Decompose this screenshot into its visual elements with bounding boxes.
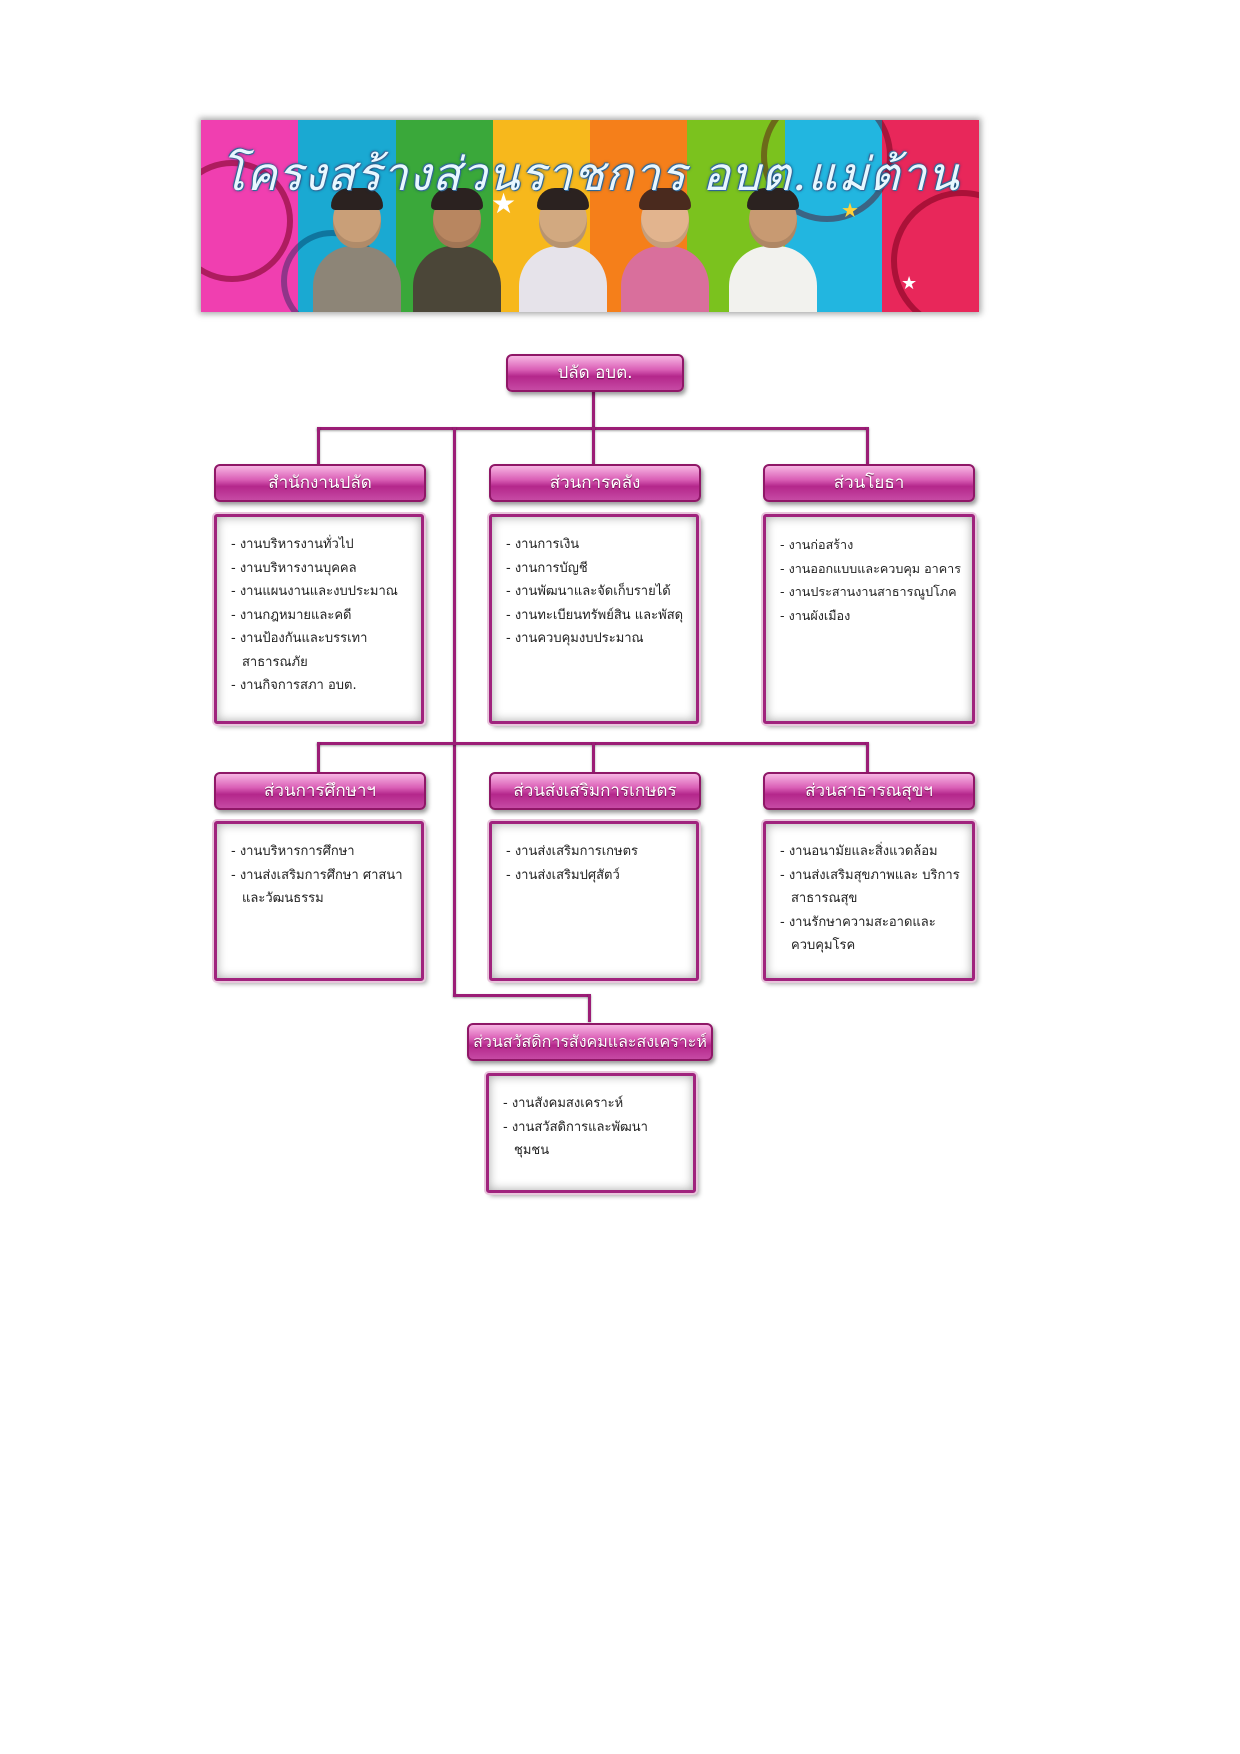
connector-line (453, 994, 590, 997)
division-header-works: ส่วนโยธา (763, 464, 975, 502)
task-item: งานบริหารงานทั่วไป (231, 533, 411, 557)
portrait-photo (729, 188, 817, 312)
portrait-photo (313, 188, 401, 312)
chief-administrator-node: ปลัด อบต. (506, 354, 684, 392)
task-item: งานสวัสดิการและพัฒนา ชุมชน (503, 1116, 683, 1163)
connector-line (317, 427, 320, 464)
task-item: งานการเงิน (506, 533, 686, 557)
task-item: งานผังเมือง (780, 604, 968, 628)
portrait-photo (621, 188, 709, 312)
task-item: งานควบคุมงบประมาณ (506, 627, 686, 651)
division-box-health: งานอนามัยและสิ่งแวดล้อม งานส่งเสริมสุขภา… (763, 821, 975, 981)
division-box-welfare: งานสังคมสงเคราะห์ งานสวัสดิการและพัฒนา ช… (486, 1073, 696, 1193)
star-icon: ★ (491, 187, 517, 220)
swirl-ornament (761, 120, 893, 222)
division-box-finance: งานการเงิน งานการบัญชี งานพัฒนาและจัดเก็… (489, 514, 699, 724)
task-item: งานอนามัยและสิ่งแวดล้อม (780, 840, 962, 864)
division-header-agriculture: ส่วนส่งเสริมการเกษตร (489, 772, 701, 810)
task-item: งานรักษาความสะอาดและ ควบคุมโรค (780, 911, 962, 958)
division-box-education: งานบริหารการศึกษา งานส่งเสริมการศึกษา ศา… (214, 821, 424, 981)
division-header-education: ส่วนการศึกษาฯ (214, 772, 426, 810)
portrait-photo (519, 188, 607, 312)
connector-line (592, 388, 595, 428)
connector-line (866, 427, 869, 464)
task-item: งานส่งเสริมสุขภาพและ บริการสาธารณสุข (780, 864, 962, 911)
connector-line (317, 742, 320, 772)
division-header-health: ส่วนสาธารณสุขฯ (763, 772, 975, 810)
banner-title: โครงสร้างส่วนราชการ อบต.แม่ต้าน (220, 147, 960, 201)
division-box-agriculture: งานส่งเสริมการเกษตร งานส่งเสริมปศุสัตว์ (489, 821, 699, 981)
task-item: งานทะเบียนทรัพย์สิน และพัสดุ (506, 604, 686, 628)
task-item: งานกิจการสภา อบต. (231, 674, 411, 698)
connector-line (592, 742, 595, 772)
task-item: งานป้องกันและบรรเทา สาธารณภัย (231, 627, 411, 674)
connector-line (588, 994, 591, 1022)
task-item: งานส่งเสริมการเกษตร (506, 840, 686, 864)
task-item: งานบริหารงานบุคคล (231, 557, 411, 581)
star-icon: ★ (901, 273, 918, 294)
task-item: งานกฎหมายและคดี (231, 604, 411, 628)
task-item: งานแผนงานและงบประมาณ (231, 580, 411, 604)
task-item: งานก่อสร้าง (780, 533, 968, 557)
swirl-ornament (201, 160, 293, 282)
header-banner: ★ ★ ★ ★ โครงสร้างส่วนราชการ อบต.แม่ต้าน (201, 120, 979, 312)
division-header-office: สำนักงานปลัด (214, 464, 426, 502)
task-item: งานประสานงานสาธารณูปโภค (780, 580, 968, 604)
connector-line (866, 742, 869, 772)
task-item: งานส่งเสริมปศุสัตว์ (506, 864, 686, 888)
connector-line (453, 427, 456, 996)
task-item: งานสังคมสงเคราะห์ (503, 1092, 683, 1116)
task-item: งานการบัญชี (506, 557, 686, 581)
task-item: งานบริหารการศึกษา (231, 840, 411, 864)
division-header-welfare: ส่วนสวัสดิการสังคมและสงเคราะห์ (467, 1023, 713, 1061)
task-item: งานออกแบบและควบคุม อาคาร (780, 557, 968, 581)
division-box-office: งานบริหารงานทั่วไป งานบริหารงานบุคคล งาน… (214, 514, 424, 724)
portrait-photo (413, 188, 501, 312)
task-item: งานส่งเสริมการศึกษา ศาสนาและวัฒนธรรม (231, 864, 411, 911)
division-box-works: งานก่อสร้าง งานออกแบบและควบคุม อาคาร งาน… (763, 514, 975, 724)
star-icon: ★ (841, 198, 859, 222)
division-header-finance: ส่วนการคลัง (489, 464, 701, 502)
task-item: งานพัฒนาและจัดเก็บรายได้ (506, 580, 686, 604)
connector-line (592, 427, 595, 464)
